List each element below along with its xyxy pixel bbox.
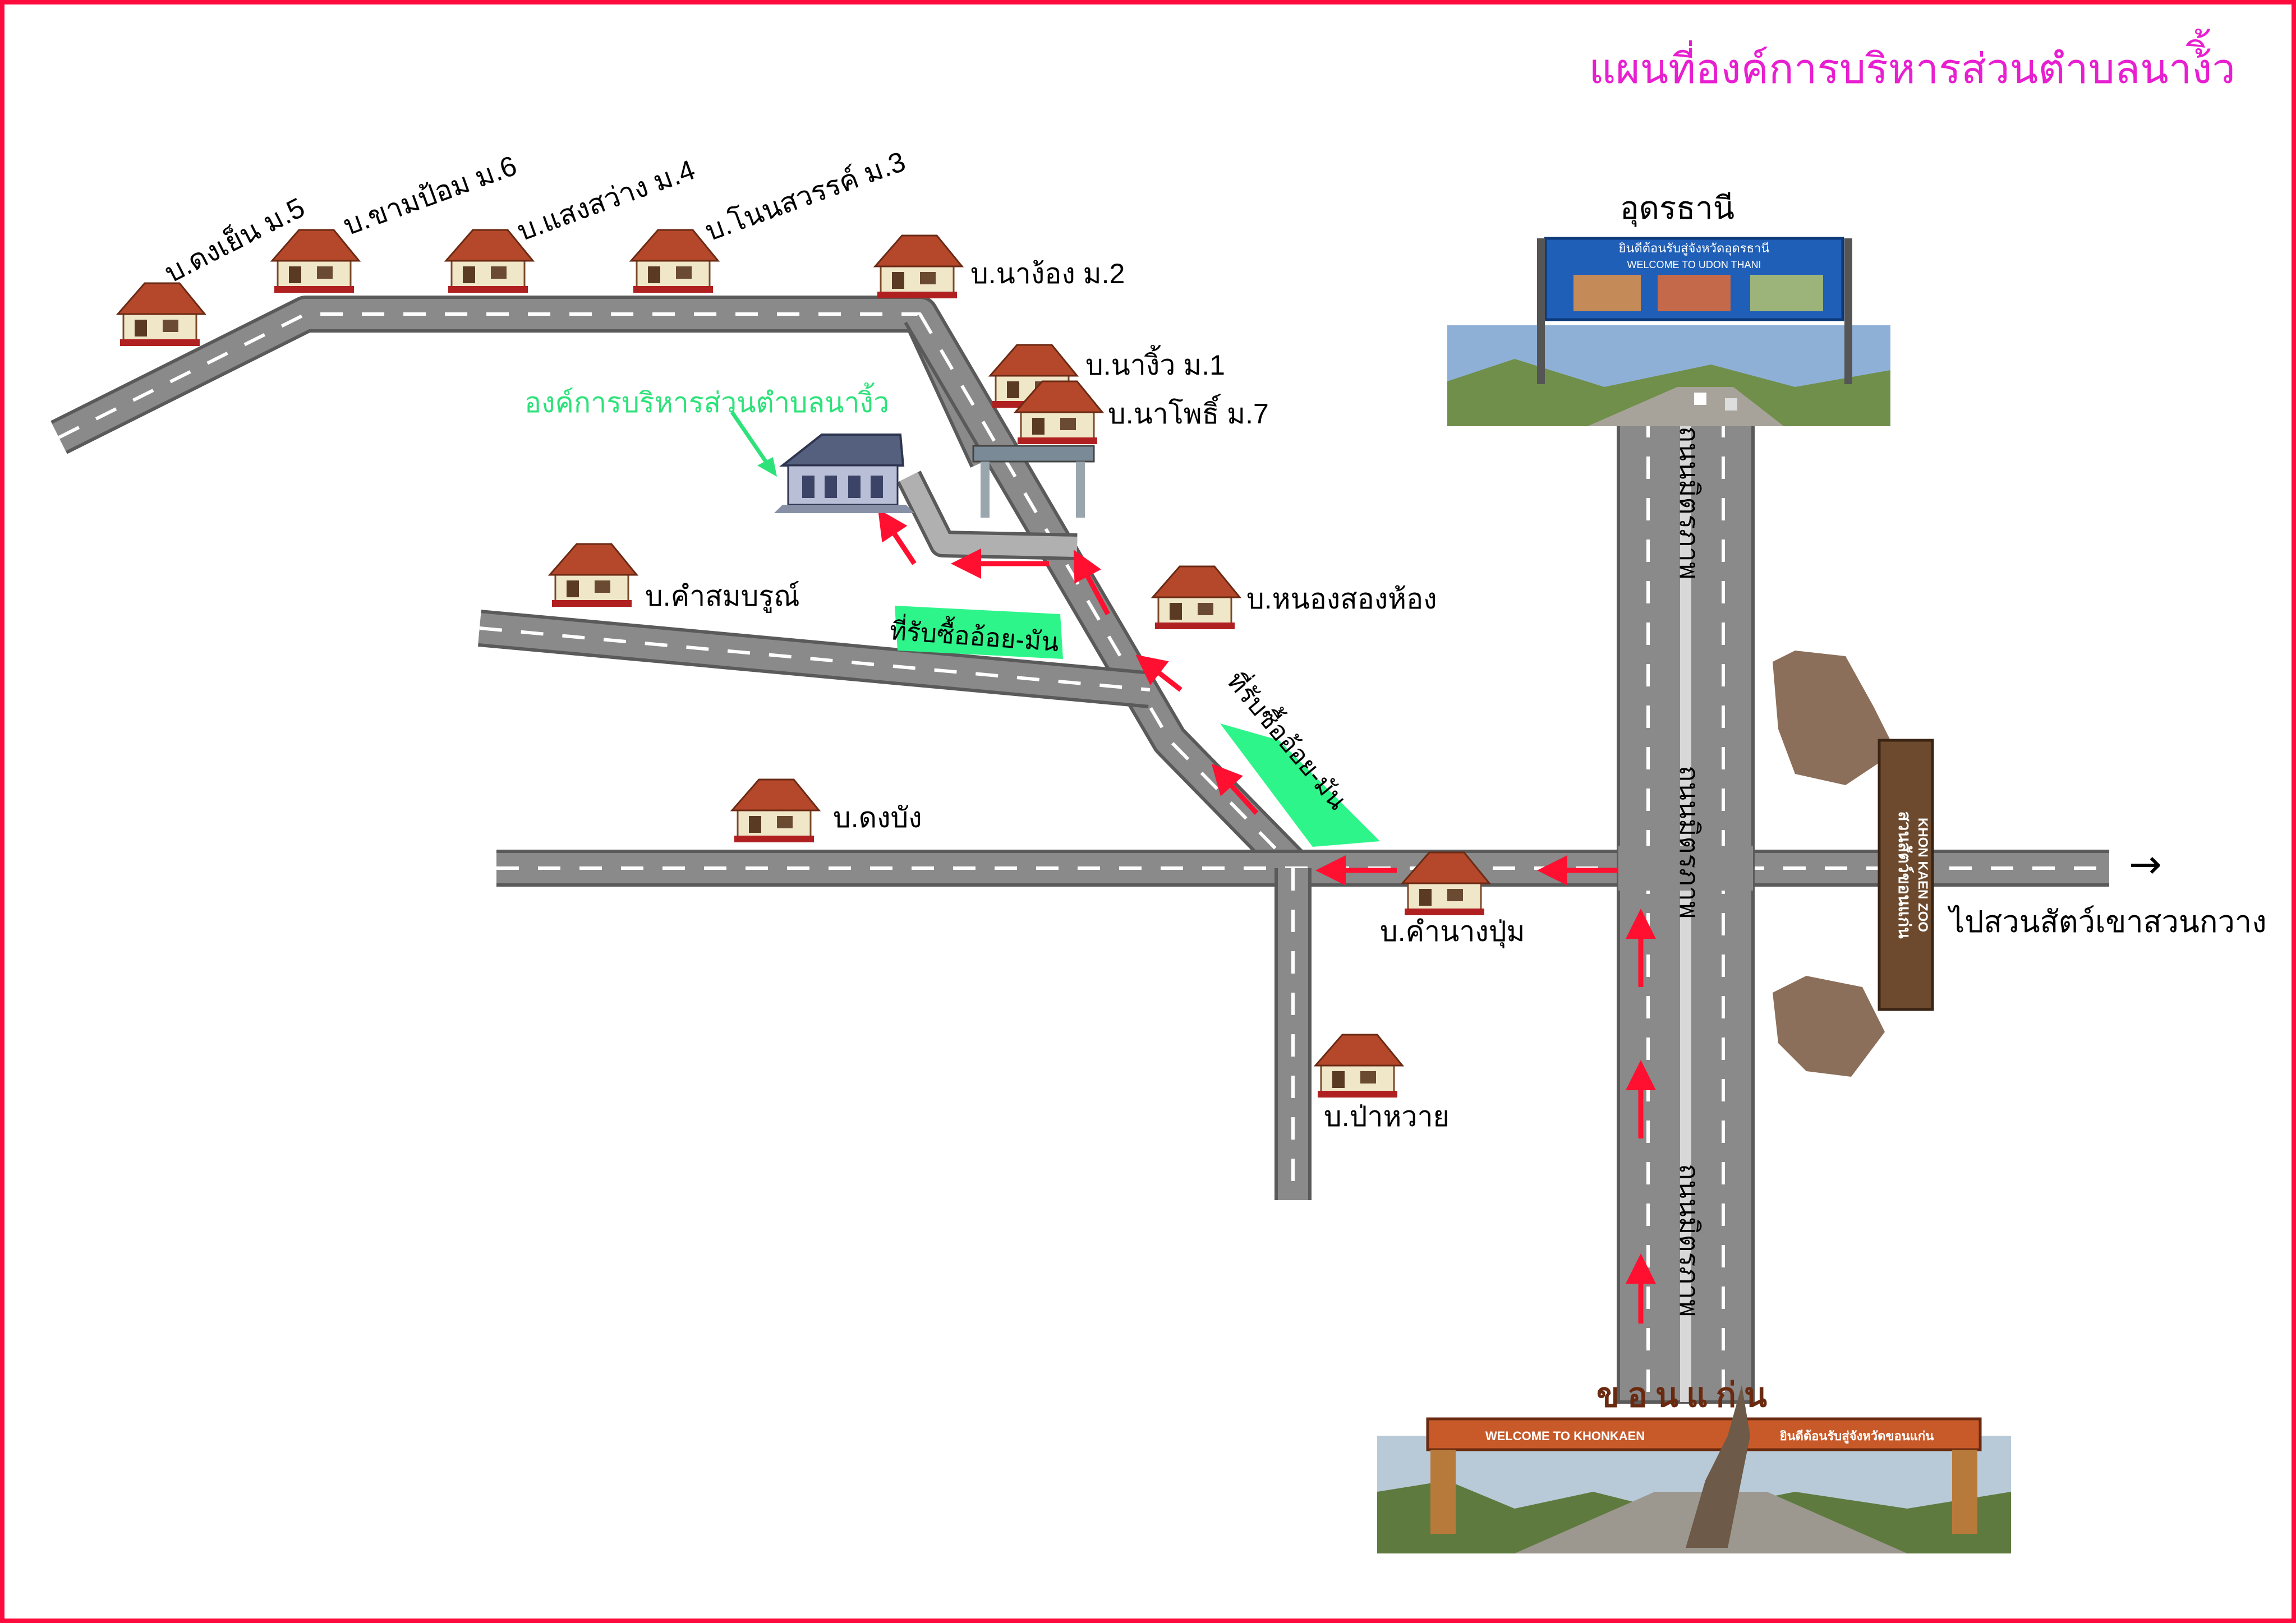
- house-icon-na-ngong: [873, 234, 964, 298]
- destination-south-label: ขอนแก่น: [1596, 1376, 1775, 1414]
- udon-sign-english: WELCOME TO UDON THANI: [1627, 259, 1761, 270]
- office-pointer: [730, 411, 777, 477]
- zoo-sign-english: KHON KAEN ZOO: [1915, 818, 1930, 932]
- house-icon-non-sawan: [629, 229, 720, 293]
- destination-east-label: ไปสวนสัตว์เขาสวนกวาง: [1947, 905, 2267, 939]
- village-gate-icon: [972, 445, 1095, 518]
- map-title: แผนที่องค์การบริหารส่วนตำบลนาง้ิ้ว: [1589, 28, 2235, 92]
- village-label-na-ngiw: บ.นางิ้ว ม.1: [1085, 345, 1225, 381]
- highway-label-3: ถนนมิตรภาพ: [1674, 1164, 1704, 1317]
- udon-sign-thai: ยินดีต้อนรับสู่จังหวัดอุดรธานี: [1618, 241, 1769, 256]
- office-building-icon: [774, 434, 914, 513]
- destination-north-label: อุดรธานี: [1620, 190, 1734, 227]
- village-label-non-sawan: บ.โนนสวรรค์ ม.3: [701, 145, 910, 247]
- destination-east-arrow: →: [2129, 841, 2162, 887]
- udon-thani-sign-icon: [1447, 237, 1890, 426]
- road-kham-sombun: [477, 610, 1152, 708]
- village-label-kham-pom: บ.ขามป้อม ม.6: [339, 150, 521, 241]
- house-icon-pa-wai: [1313, 1034, 1405, 1098]
- village-label-nong-song-hong: บ.หนองสองห้อง: [1246, 583, 1437, 615]
- house-icon-saeng-sawang: [444, 229, 535, 293]
- zoo-sign-thai: สวนสัตว์ขอนแก่น: [1895, 811, 1914, 939]
- house-icon-dong-bang: [730, 778, 821, 842]
- highway-label-1: ถนนมิตรภาพ: [1674, 426, 1704, 580]
- khonkaen-gate-icon: [1377, 1385, 2011, 1553]
- house-icon-na-pho: [1013, 380, 1105, 444]
- buying-point-2: [1220, 723, 1380, 847]
- highway-mittraphap: [1617, 413, 1755, 1404]
- khonkaen-gate-thai: ยินดีต้อนรับสู่จังหวัดขอนแก่น: [1780, 1429, 1934, 1444]
- house-icon-kham-pom: [270, 229, 361, 293]
- house-icon-dong-yen: [116, 282, 207, 346]
- village-label-dong-bang: บ.ดงบัง: [833, 802, 922, 833]
- village-label-na-ngong: บ.นาง้อง ม.2: [970, 258, 1125, 289]
- road-diagonal-main: [904, 305, 1309, 883]
- buying-point-1: [895, 606, 1063, 659]
- village-label-na-pho: บ.นาโพธิ์ ม.7: [1108, 393, 1269, 430]
- village-label-kham-nang-pum: บ.คำนางปุ่ม: [1380, 916, 1525, 948]
- office-label: องค์การบริหารส่วนตำบลนางิ้ว: [524, 382, 889, 418]
- highway-label-2: ถนนมิตรภาพ: [1674, 766, 1704, 919]
- route-arrows: [878, 509, 1656, 1324]
- house-icon-nong-song-hong: [1151, 565, 1242, 629]
- road-office-spur: [896, 471, 1078, 560]
- khonkaen-gate-english: WELCOME TO KHONKAEN: [1485, 1429, 1645, 1443]
- house-icon-kham-nang-pum: [1400, 851, 1492, 915]
- zoo-sign-icon: [1773, 651, 1934, 1077]
- village-label-kham-sombun: บ.คำสมบรูณ์: [645, 580, 800, 613]
- village-label-pa-wai: บ.ป่าหวาย: [1324, 1101, 1450, 1132]
- house-icon-kham-sombun: [547, 543, 639, 607]
